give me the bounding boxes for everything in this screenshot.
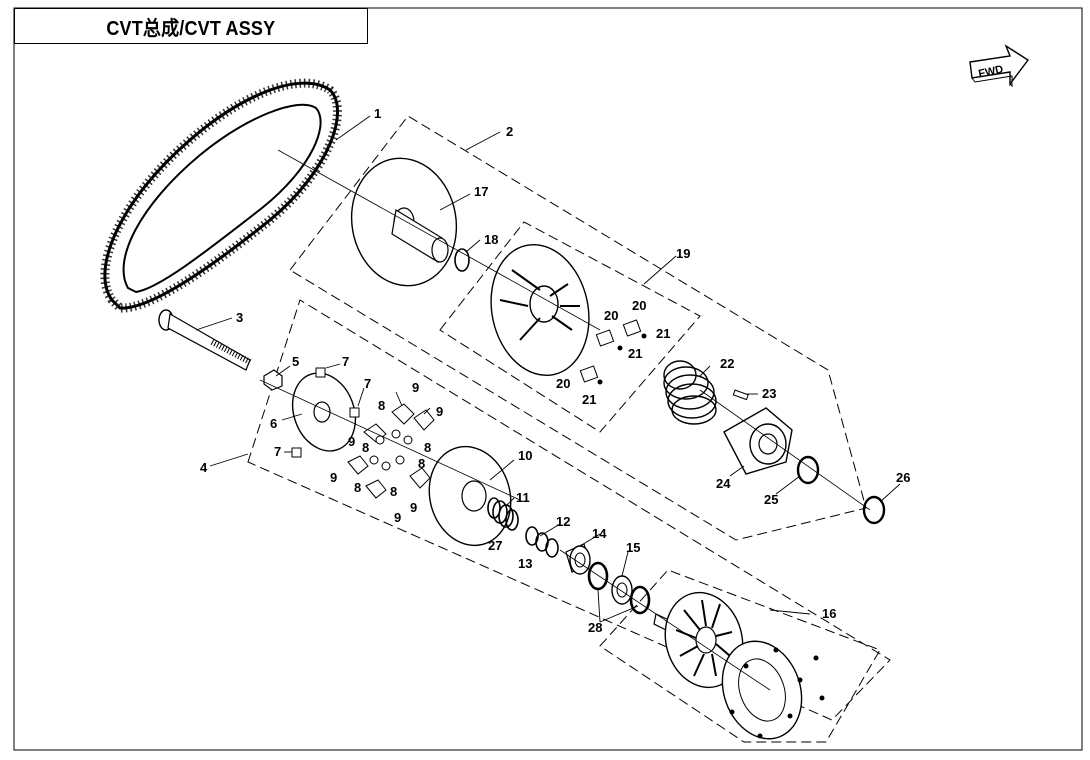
callout-21c: 21 [582, 392, 596, 407]
callout-13: 13 [518, 556, 532, 571]
group-2-outline [289, 115, 867, 541]
axis-line-primary [277, 149, 871, 511]
slider-parts [579, 319, 647, 385]
ring-26 [862, 495, 886, 525]
callout-1: 1 [374, 106, 381, 121]
leader-lines [195, 115, 901, 623]
callout-17: 17 [474, 184, 488, 199]
diagram-title-box: CVT总成/CVT ASSY [14, 8, 368, 44]
callout-20b: 20 [604, 308, 618, 323]
callout-6: 6 [270, 416, 277, 431]
callout-7b: 7 [364, 376, 371, 391]
ring-28a [587, 561, 609, 591]
nut-7b [349, 407, 360, 418]
nut-7a [315, 367, 326, 378]
callout-24: 24 [716, 476, 731, 491]
callout-8f: 8 [390, 484, 397, 499]
callout-9a: 9 [412, 380, 419, 395]
driven-spring [487, 497, 519, 531]
callout-8b: 8 [424, 440, 431, 455]
callout-9e: 9 [410, 500, 417, 515]
drive-belt [100, 78, 342, 313]
group-19-outline [439, 221, 701, 433]
group-4-outline [247, 299, 891, 721]
callout-19: 19 [676, 246, 690, 261]
callout-10: 10 [518, 448, 532, 463]
movable-drive-sheave [490, 243, 590, 377]
fixed-drive-sheave [350, 157, 458, 287]
callout-27: 27 [488, 538, 502, 553]
callout-26: 26 [896, 470, 910, 485]
callout-12: 12 [556, 514, 570, 529]
fwd-label: FWD [977, 63, 1004, 80]
o-ring-18 [454, 248, 470, 272]
spider-assembly [723, 407, 793, 475]
callout-9b: 9 [436, 404, 443, 419]
nut-5 [263, 369, 283, 391]
callout-18: 18 [484, 232, 498, 247]
callout-9d: 9 [330, 470, 337, 485]
callout-2: 2 [506, 124, 513, 139]
bearing-15 [611, 575, 633, 605]
nut-7c [291, 447, 302, 458]
group-16-outline [599, 569, 881, 743]
movable-driven-sheave [428, 445, 512, 547]
ring-28b [629, 585, 651, 615]
callout-20c: 20 [556, 376, 570, 391]
callout-14: 14 [592, 526, 607, 541]
key-23 [732, 389, 749, 401]
callout-8d: 8 [418, 456, 425, 471]
ring-25 [796, 455, 820, 485]
callout-5: 5 [292, 354, 299, 369]
washer-12c [545, 538, 559, 558]
callout-15: 15 [626, 540, 640, 555]
cover-plate [721, 640, 825, 740]
callout-7c: 7 [274, 444, 281, 459]
drawing-border [13, 7, 1083, 751]
diagram-title: CVT总成/CVT ASSY [106, 17, 276, 40]
callout-9f: 9 [394, 510, 401, 525]
callout-8e: 8 [354, 480, 361, 495]
callout-20a: 20 [632, 298, 646, 313]
drive-spring [663, 360, 717, 425]
axis-line-secondary [259, 379, 771, 691]
callouts: 1 2 3 4 5 6 7 7 7 8 8 8 8 8 8 9 9 9 9 9 … [200, 106, 910, 635]
callout-4: 4 [200, 460, 208, 475]
callout-7a: 7 [342, 354, 349, 369]
callout-22: 22 [720, 356, 734, 371]
bearing-14 [565, 543, 591, 575]
callout-11: 11 [516, 490, 530, 505]
callout-23: 23 [762, 386, 776, 401]
callout-3: 3 [236, 310, 243, 325]
callout-28: 28 [588, 620, 602, 635]
long-bolt [158, 309, 252, 371]
callout-25: 25 [764, 492, 778, 507]
callout-9c: 9 [348, 434, 355, 449]
callout-8a: 8 [378, 398, 385, 413]
callout-21b: 21 [628, 346, 642, 361]
callout-8c: 8 [362, 440, 369, 455]
fixed-driven-sheave [653, 591, 744, 689]
callout-21a: 21 [656, 326, 670, 341]
fwd-arrow-icon: FWD [969, 44, 1030, 88]
callout-16: 16 [822, 606, 836, 621]
